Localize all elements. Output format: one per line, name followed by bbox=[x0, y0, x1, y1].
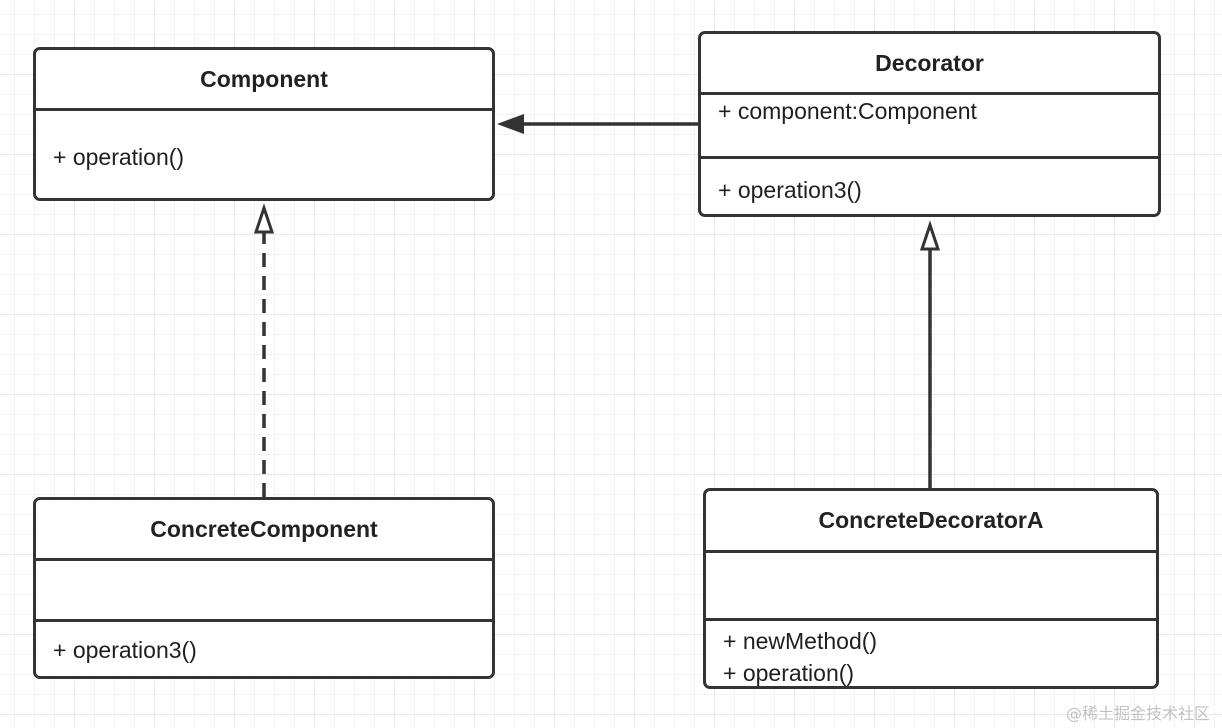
realization-arrowhead bbox=[253, 203, 275, 234]
component-class[interactable]: Component + operation() bbox=[33, 47, 495, 201]
attribute: + component:Component bbox=[718, 98, 977, 124]
operations-section: + operation() bbox=[36, 111, 492, 173]
operations-section: + operation3() bbox=[36, 622, 492, 666]
concrete-component-class[interactable]: ConcreteComponent + operation3() bbox=[33, 497, 495, 679]
operations-section: + newMethod() + operation() bbox=[706, 621, 1156, 689]
operation: + operation3() bbox=[718, 177, 862, 203]
watermark: @稀土掘金技术社区 bbox=[1065, 704, 1210, 723]
operation: + operation() bbox=[53, 144, 185, 170]
class-name: ConcreteComponent bbox=[36, 500, 492, 561]
attributes-section bbox=[706, 553, 1156, 621]
class-name: Component bbox=[36, 50, 492, 111]
operation: + operation() bbox=[723, 660, 855, 686]
association-arrowhead bbox=[497, 114, 524, 134]
concrete-decorator-a-class[interactable]: ConcreteDecoratorA + newMethod() + opera… bbox=[703, 488, 1159, 689]
generalization-arrowhead bbox=[919, 220, 941, 251]
operation: + operation3() bbox=[53, 637, 197, 663]
operations-section: + operation3() bbox=[701, 159, 1158, 206]
attributes-section: + component:Component bbox=[701, 95, 1158, 159]
operation: + newMethod() bbox=[723, 628, 878, 654]
class-name: Decorator bbox=[701, 34, 1158, 95]
decorator-class[interactable]: Decorator + component:Component + operat… bbox=[698, 31, 1161, 217]
attributes-section bbox=[36, 561, 492, 622]
class-name: ConcreteDecoratorA bbox=[706, 491, 1156, 553]
